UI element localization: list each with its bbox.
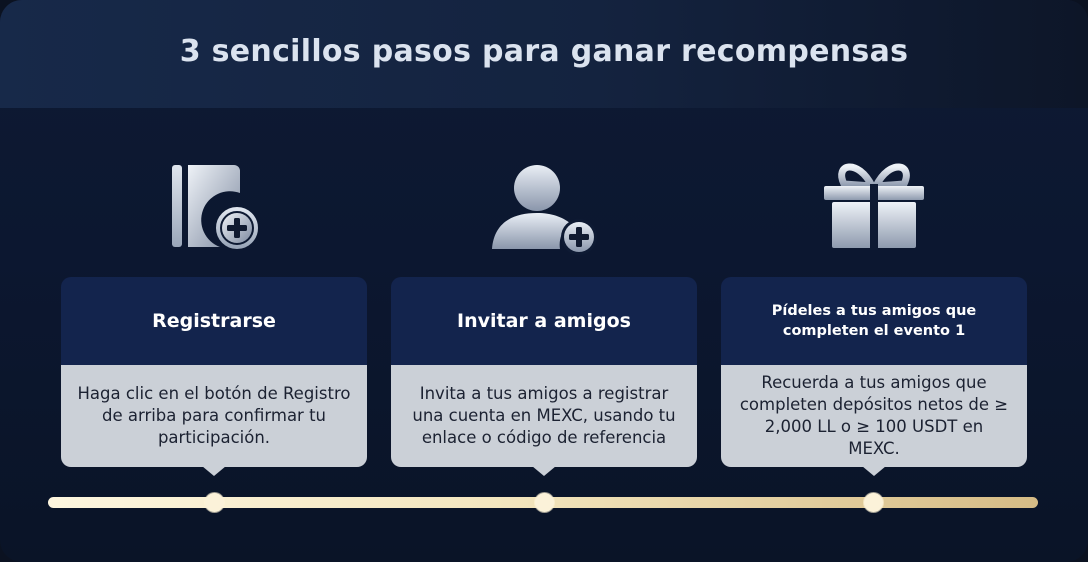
timeline-dot-step-2 — [535, 493, 554, 512]
gift-icon — [824, 163, 924, 250]
step-heading: Pídeles a tus amigos que completen el ev… — [771, 303, 977, 339]
add-user-icon — [492, 165, 597, 255]
step-description: Recuerda a tus amigos que completen depó… — [739, 373, 1009, 458]
timeline-dot-step-1 — [205, 493, 224, 512]
timeline-dot-step-3 — [864, 493, 883, 512]
card-pointer — [202, 466, 226, 476]
step-card-body: Haga clic en el botón de Registro de arr… — [61, 365, 367, 467]
step-card-header: Pídeles a tus amigos que completen el ev… — [721, 277, 1027, 365]
step-heading: Invitar a amigos — [457, 310, 631, 332]
step-card-body: Invita a tus amigos a registrar una cuen… — [391, 365, 697, 467]
step-heading: Registrarse — [152, 310, 276, 332]
step-card-header: Invitar a amigos — [391, 277, 697, 365]
card-pointer — [532, 466, 556, 476]
step-card-body: Recuerda a tus amigos que completen depó… — [721, 365, 1027, 467]
step-card-header: Registrarse — [61, 277, 367, 365]
step-description: Haga clic en el botón de Registro de arr… — [77, 384, 351, 447]
header-band — [0, 0, 1088, 108]
step-card-invite: Invitar a amigos Invita a tus amigos a r… — [391, 277, 697, 476]
step-card-register: Registrarse Haga clic en el botón de Reg… — [61, 277, 367, 476]
step-card-complete-event: Pídeles a tus amigos que completen el ev… — [721, 277, 1027, 476]
card-pointer — [862, 466, 886, 476]
step-description: Invita a tus amigos a registrar una cuen… — [412, 384, 676, 447]
register-card-plus-icon — [172, 165, 258, 249]
page-title: 3 sencillos pasos para ganar recompensas — [179, 34, 909, 69]
